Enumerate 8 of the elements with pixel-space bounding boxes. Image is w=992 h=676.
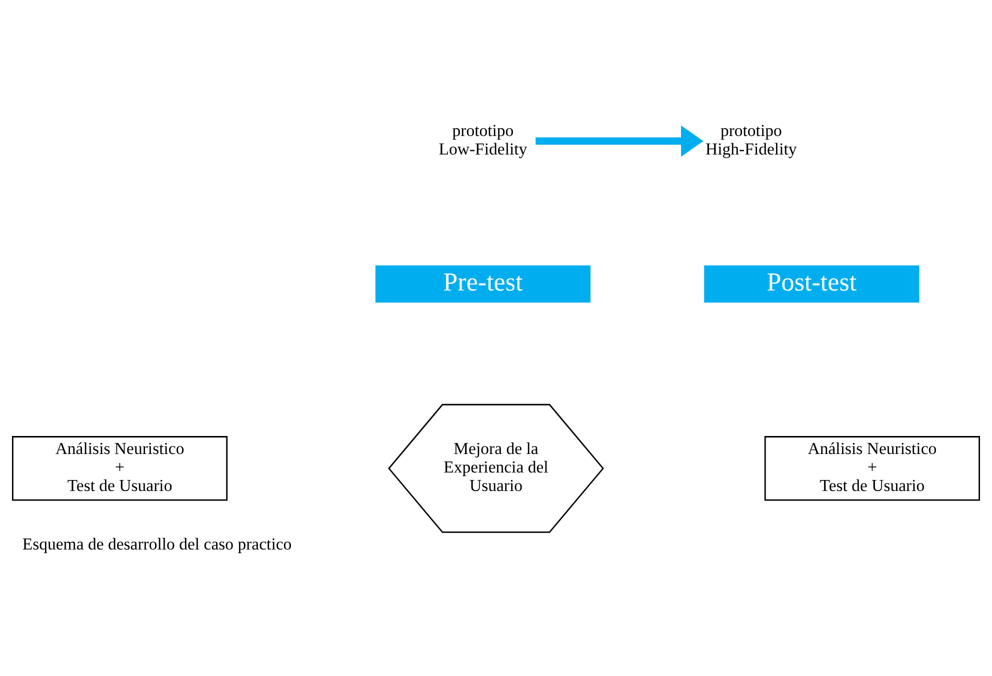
node-text: prototipo Low-Fidelity xyxy=(438,120,528,158)
node-text: prototipo High-Fidelity xyxy=(706,120,797,158)
arrow xyxy=(536,124,704,156)
caption: Esquema de desarrollo del caso practico xyxy=(22,534,292,553)
node-box: Pre-test xyxy=(375,264,591,302)
node-box: Post-test xyxy=(704,264,920,302)
node-box: Análisis Neuristico + Test de Usuario xyxy=(12,436,228,500)
node-box: Análisis Neuristico + Test de Usuario xyxy=(764,436,980,500)
